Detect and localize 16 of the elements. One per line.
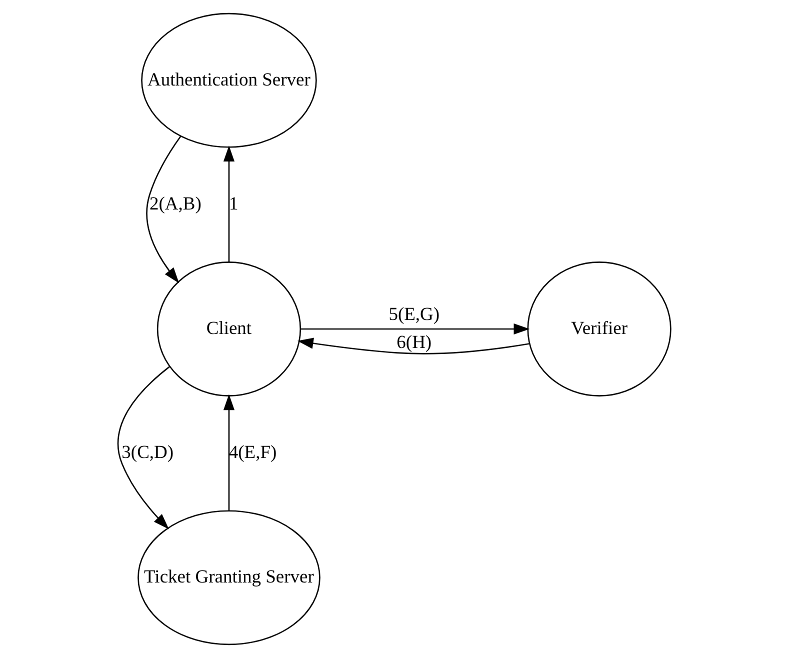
- node-ellipse: Authentication Server: [141, 12, 317, 148]
- edge-label: 5(E,G): [388, 305, 440, 326]
- arrow: [223, 394, 235, 511]
- node-circle: Client: [156, 262, 302, 396]
- arrow: [223, 146, 235, 262]
- arrow: [300, 323, 530, 335]
- edge-label: 4(E,F): [228, 443, 277, 464]
- arrow: [146, 136, 182, 284]
- edge-label: 3(C,D): [122, 443, 174, 464]
- edge-label: 1: [228, 194, 238, 215]
- edge-label: 6(H): [396, 332, 432, 353]
- edge-label: 2(A,B): [149, 194, 202, 215]
- node-ellipse: Ticket Granting Server: [138, 510, 320, 646]
- arrow: [117, 366, 170, 530]
- arrow: [297, 338, 530, 354]
- node-circle: Verifier: [527, 262, 672, 396]
